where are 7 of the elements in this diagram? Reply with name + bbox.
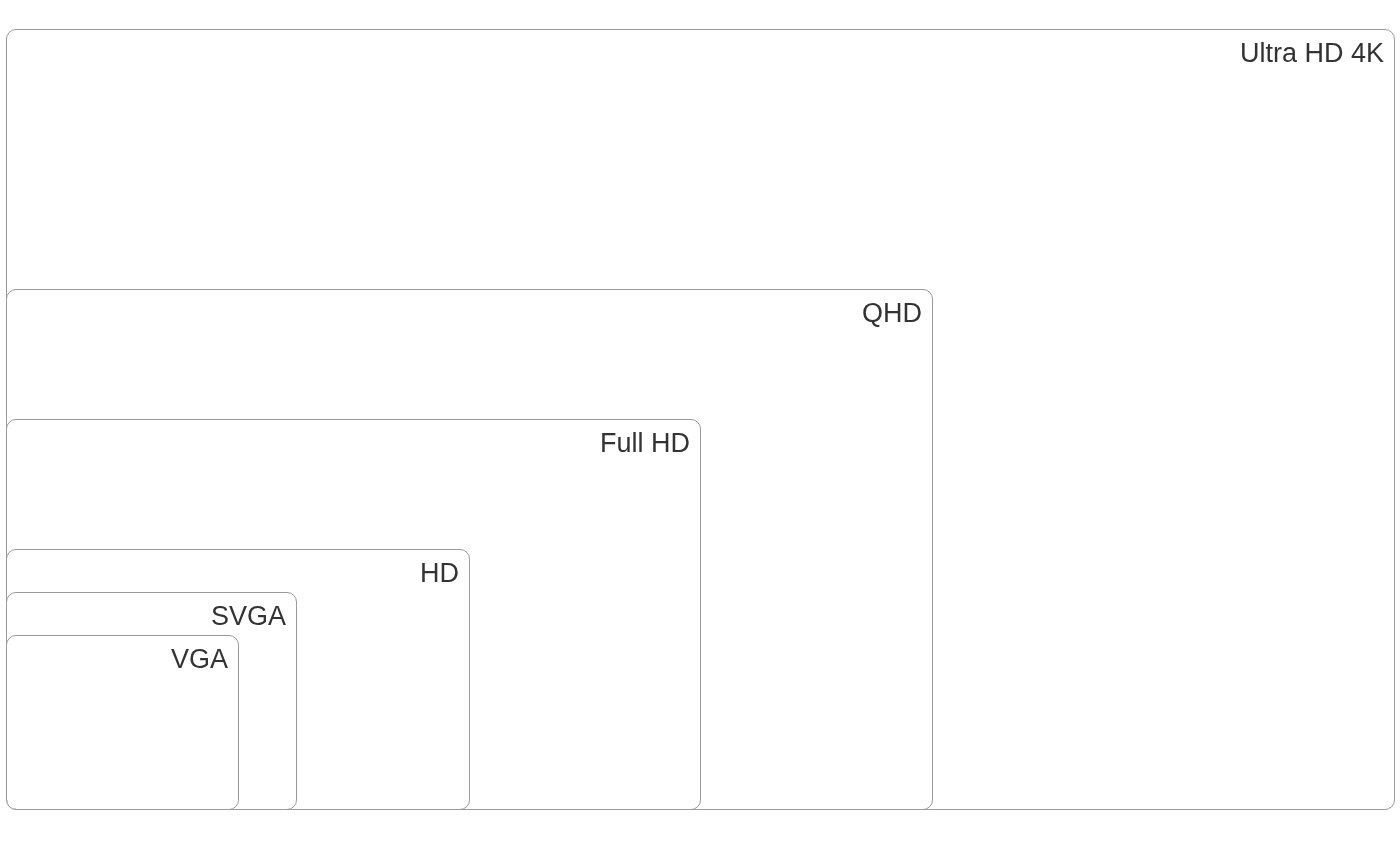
resolution-label: HD — [420, 557, 459, 590]
resolution-frame — [6, 29, 1395, 810]
resolution-label: Full HD — [600, 427, 690, 460]
resolution-label: VGA — [170, 643, 228, 676]
resolution-label: Ultra HD 4K — [1239, 37, 1384, 70]
resolution-label: SVGA — [210, 600, 286, 633]
resolution-label: QHD — [862, 297, 922, 330]
